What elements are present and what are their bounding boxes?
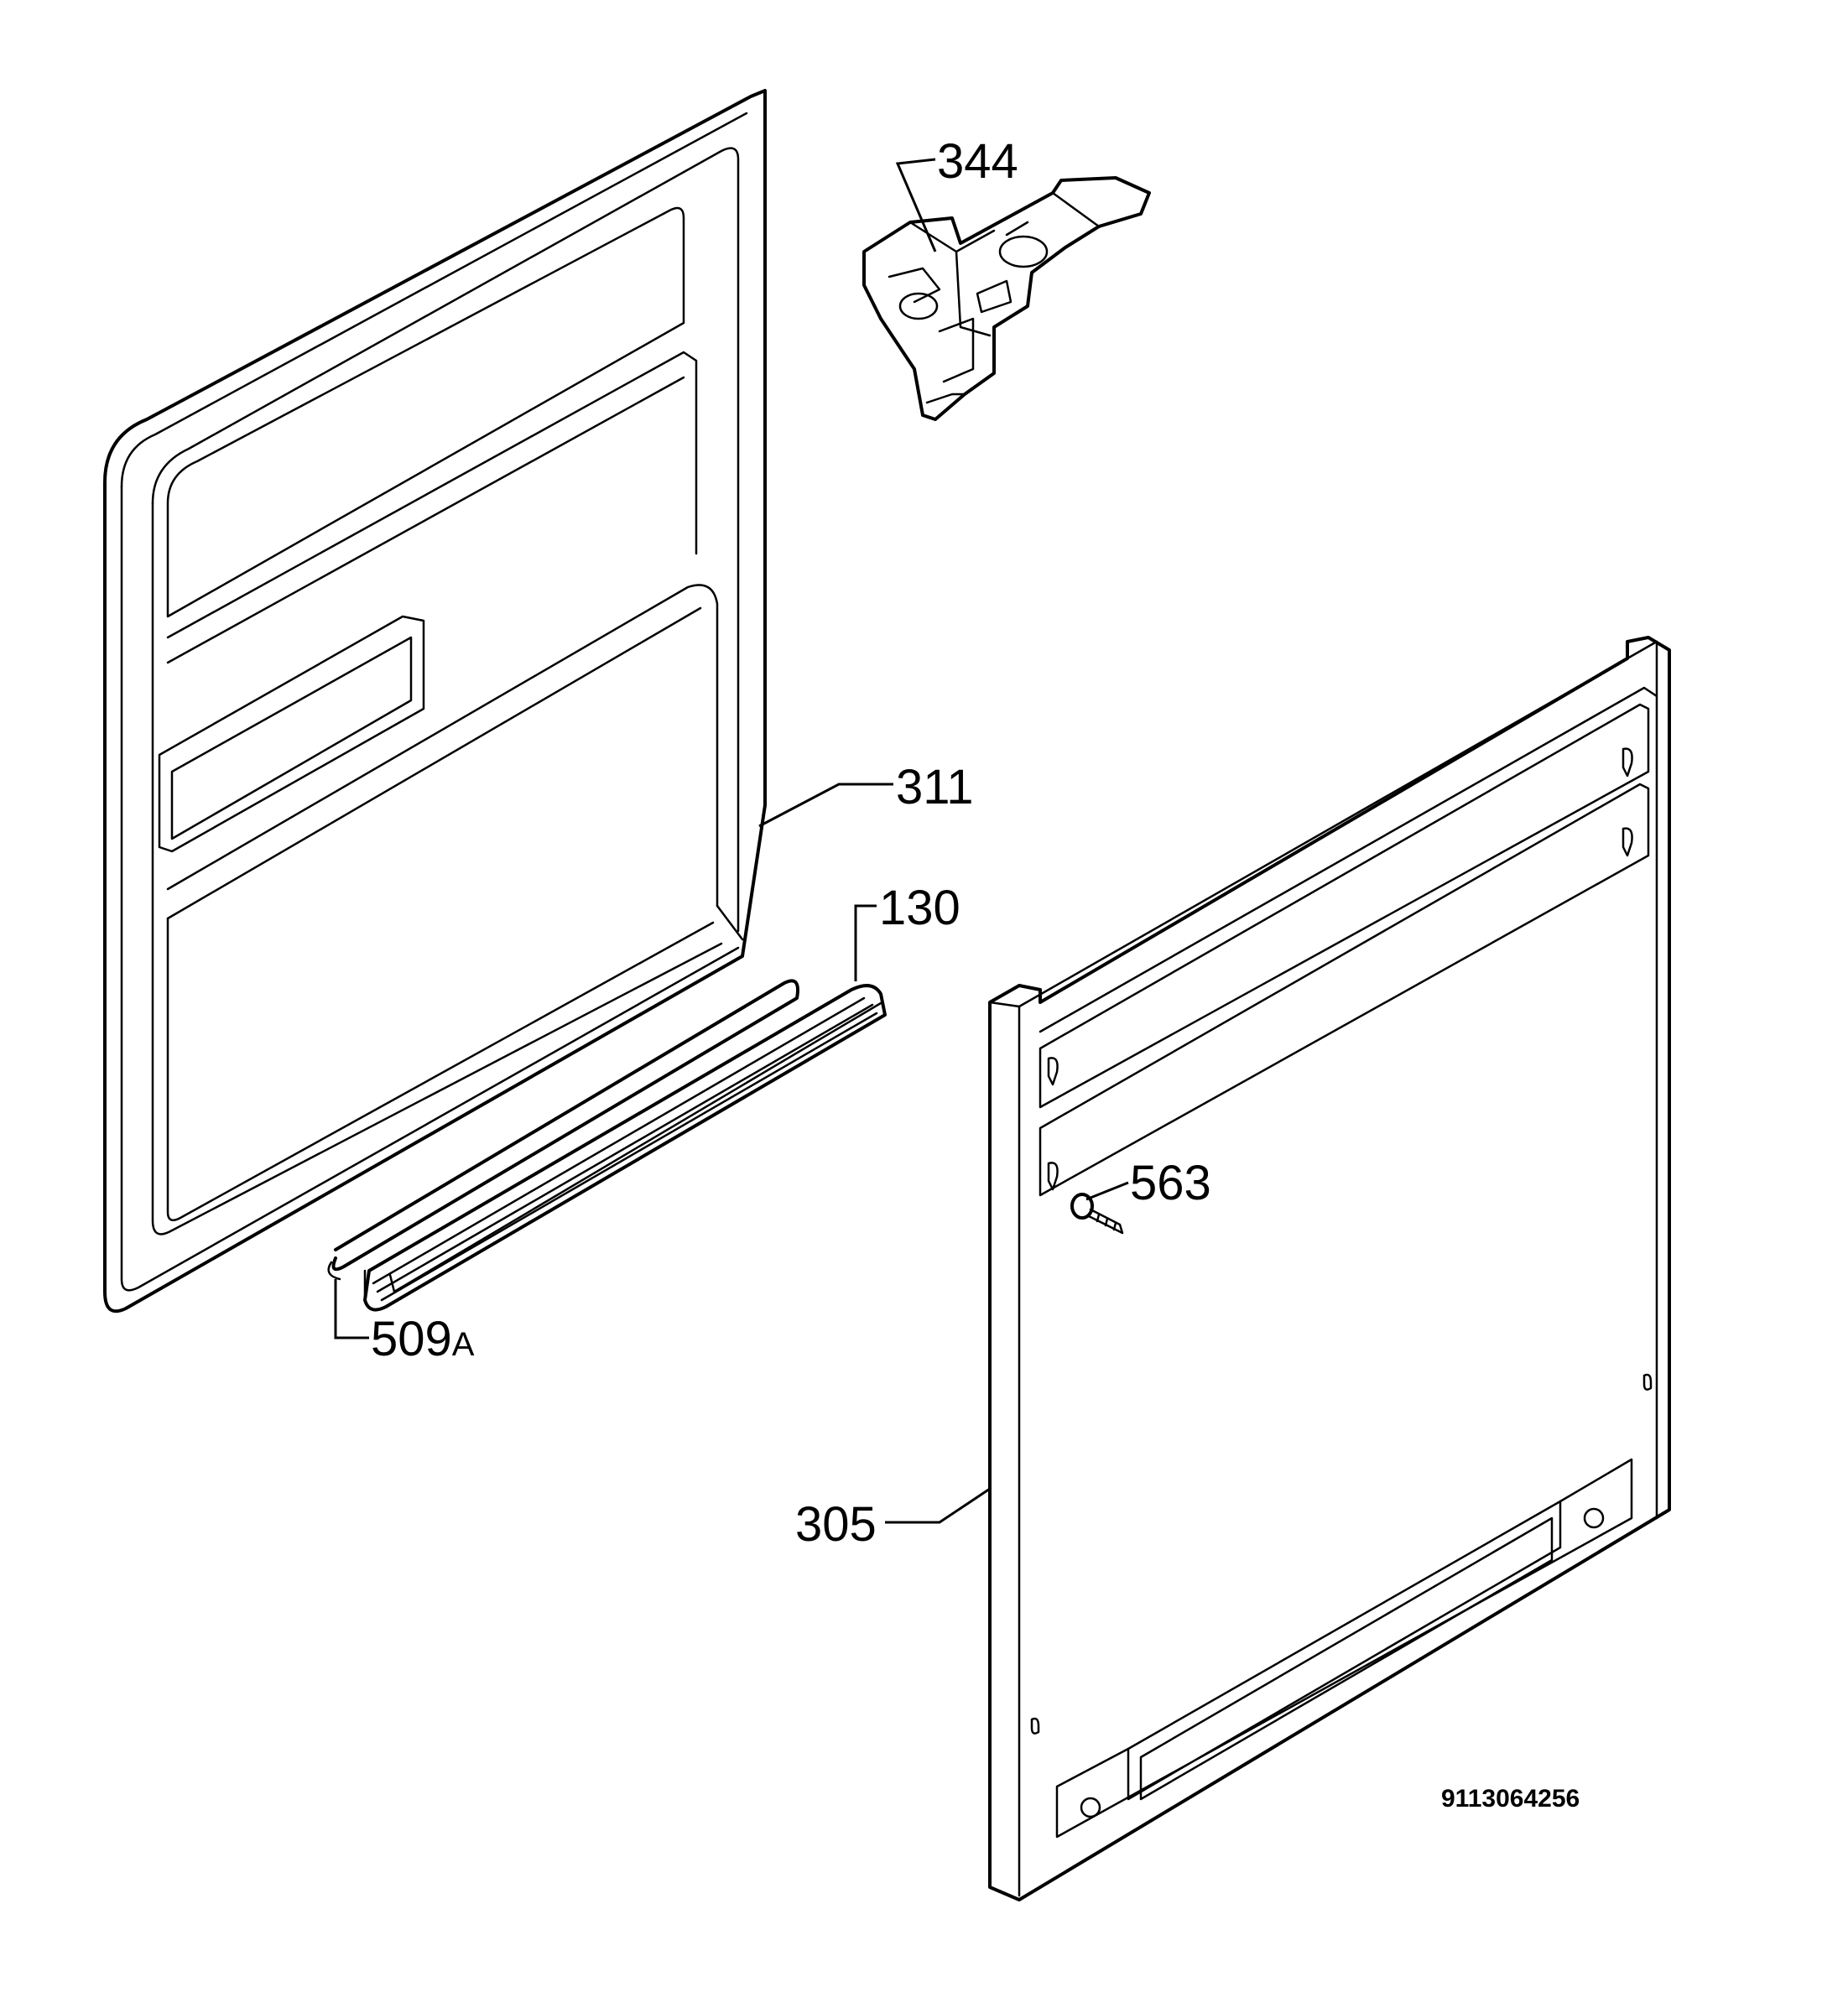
leader-130 (854, 904, 877, 981)
drawing-number: 9113064256 (1441, 1785, 1580, 1813)
seal-retainer-wire (327, 979, 799, 1281)
leader-311 (758, 783, 893, 828)
callout-509a-number: 509 (371, 1312, 452, 1366)
leader-305 (885, 1487, 991, 1524)
door-lock (862, 176, 1151, 421)
inner-door-panel (103, 89, 767, 1313)
callout-344: 344 (937, 134, 1018, 189)
leader-509a (334, 1279, 369, 1339)
callout-130: 130 (879, 881, 960, 935)
callout-509a: 509A (371, 1312, 475, 1366)
callout-311: 311 (896, 760, 973, 814)
leader-344 (895, 158, 937, 252)
callout-563: 563 (1130, 1156, 1211, 1210)
screw (1070, 1193, 1124, 1235)
callout-305: 305 (795, 1497, 877, 1552)
door-seal-strip (363, 984, 887, 1312)
leader-563 (1085, 1181, 1129, 1201)
leader-lines (334, 158, 1129, 1524)
outer-door-panel (988, 636, 1671, 1901)
callout-509a-suffix: A (452, 1326, 475, 1363)
